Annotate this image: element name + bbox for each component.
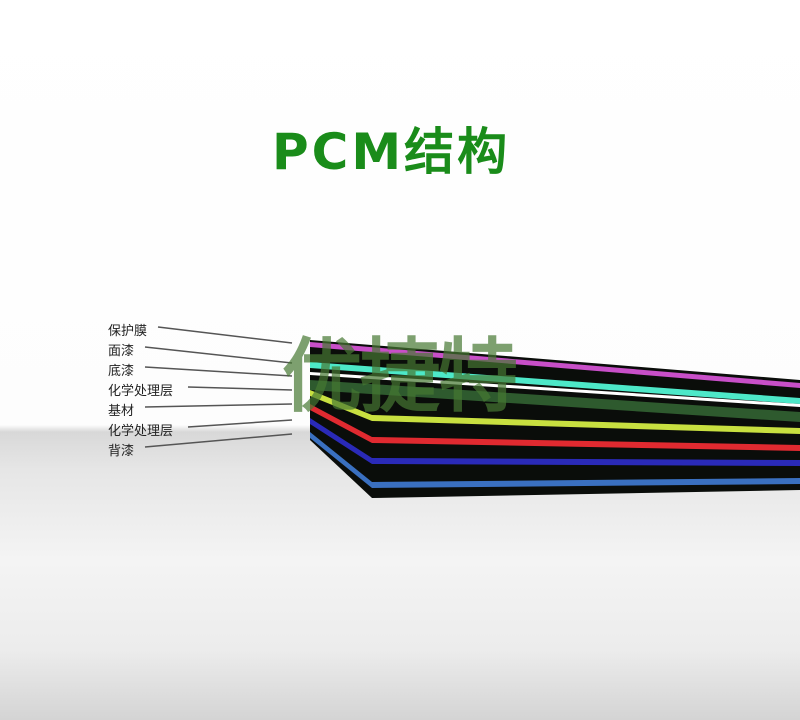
layer-band-0 [310,342,800,388]
layer-band-4 [310,390,800,434]
layer-band-6 [310,418,800,466]
leader-line [157,326,293,344]
layer-band-5 [310,404,800,451]
diagram-title: PCM结构 [272,123,511,181]
leader-line [144,433,293,448]
leader-line [144,403,293,408]
layer-band-3 [310,380,800,422]
layer-band-1 [310,362,800,404]
layer-band-2 [310,372,800,407]
layer-band-7 [310,432,800,488]
label-substrate: 基材 [108,404,135,419]
label-chemical-layer-bottom: 化学处理层 [108,424,174,439]
label-backcoat: 背漆 [108,444,135,459]
label-topcoat: 面漆 [108,344,135,359]
label-chemical-layer-top: 化学处理层 [108,384,174,399]
watermark: 优捷特 [282,330,518,423]
leader-line [144,346,293,364]
leader-line [187,419,293,428]
leader-line [144,366,293,377]
label-primer: 底漆 [108,364,135,379]
leader-line [187,386,293,391]
label-protective-film: 保护膜 [108,324,148,339]
